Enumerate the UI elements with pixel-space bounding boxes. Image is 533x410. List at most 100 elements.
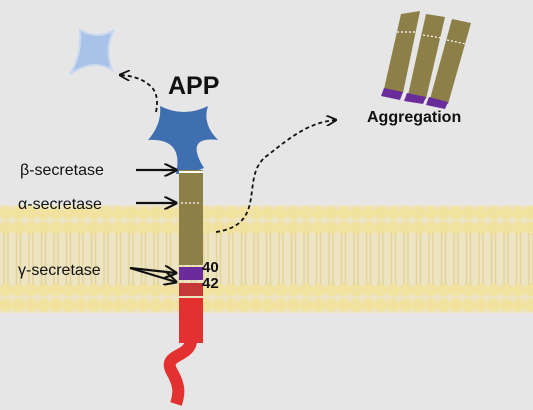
fibril-3: [430, 19, 471, 104]
lipid-head: [349, 298, 363, 312]
lipid-head: [274, 283, 288, 297]
lipid-head: [261, 298, 276, 312]
lipid-head: [161, 283, 176, 297]
lipid-head: [11, 298, 26, 312]
abeta42-segment: [179, 283, 203, 296]
lipid-head: [386, 206, 401, 220]
lipid-head: [399, 298, 413, 312]
lipid-head: [474, 298, 488, 312]
lipid-head: [249, 283, 263, 297]
lipid-head: [449, 283, 463, 297]
lipid-head: [386, 283, 401, 297]
lipid-head: [311, 298, 326, 312]
lipid-head: [86, 221, 101, 235]
lipid-head: [461, 221, 476, 235]
lipid-head: [299, 221, 313, 235]
lipid-head: [11, 283, 26, 297]
lipid-head: [211, 283, 226, 297]
lipid-head: [249, 298, 263, 312]
lipid-head: [274, 206, 288, 220]
lipid-head: [274, 221, 288, 235]
lipid-head: [436, 298, 451, 312]
gamma-secretase-arrow-40: [129, 268, 176, 273]
lipid-head: [124, 221, 138, 235]
lipid-head: [236, 298, 251, 312]
lipid-head: [261, 221, 276, 235]
lipid-head: [161, 298, 176, 312]
lipid-head: [61, 283, 76, 297]
lipid-head: [211, 221, 226, 235]
lipid-head: [0, 221, 13, 235]
lipid-head: [124, 283, 138, 297]
lipid-head: [511, 283, 526, 297]
lipid-head: [236, 206, 251, 220]
lipid-head: [124, 298, 138, 312]
lipid-head: [324, 221, 338, 235]
abeta40-label: 40: [202, 259, 219, 276]
lipid-head: [24, 298, 38, 312]
lipid-head: [111, 206, 126, 220]
fibril-3-break: [446, 39, 467, 45]
lipid-head: [424, 206, 438, 220]
lipid-head: [136, 221, 151, 235]
lipid-head: [511, 298, 526, 312]
lipid-head: [361, 298, 376, 312]
lipid-head: [249, 221, 263, 235]
lipid-head: [336, 206, 351, 220]
abeta42-label: 42: [202, 275, 219, 292]
gamma-secretase-label: γ-secretase: [18, 262, 101, 279]
fibril-1-cterm: [381, 88, 403, 100]
app-intracellular-domain: [179, 298, 203, 343]
lipid-head: [386, 221, 401, 235]
app-title: APP: [168, 72, 220, 100]
lipid-head: [399, 283, 413, 297]
lipid-head: [111, 221, 126, 235]
lipid-head: [349, 283, 363, 297]
app-abeta-region: [179, 170, 203, 265]
lipid-head: [374, 283, 388, 297]
lipid-head: [361, 283, 376, 297]
lipid-head: [524, 221, 533, 235]
lipid-head: [286, 206, 301, 220]
lipid-head: [74, 221, 88, 235]
lipid-head: [311, 221, 326, 235]
lipid-head: [99, 206, 113, 220]
lipid-head: [136, 283, 151, 297]
lipid-head: [211, 298, 226, 312]
lipid-head: [411, 283, 426, 297]
lipid-head: [524, 283, 533, 297]
lipid-head: [486, 298, 501, 312]
lipid-head: [136, 298, 151, 312]
lipid-head: [336, 298, 351, 312]
lipid-head: [249, 206, 263, 220]
lipid-head: [224, 283, 238, 297]
lipid-head: [86, 283, 101, 297]
lipid-head: [486, 283, 501, 297]
lipid-head: [474, 206, 488, 220]
lipid-head: [99, 298, 113, 312]
lipid-head: [336, 283, 351, 297]
amyloid-aggregate: [381, 11, 471, 109]
lipid-head: [386, 298, 401, 312]
lipid-head: [511, 221, 526, 235]
lipid-head: [49, 206, 63, 220]
alpha-secretase-label: α-secretase: [18, 196, 102, 213]
lipid-head: [274, 298, 288, 312]
lipid-head: [311, 283, 326, 297]
app-ectodomain-shape: [148, 106, 218, 174]
lipid-head: [286, 221, 301, 235]
lipid-head: [261, 206, 276, 220]
lipid-head: [324, 283, 338, 297]
lipid-head: [149, 221, 163, 235]
lipid-head: [149, 206, 163, 220]
lipid-head: [149, 283, 163, 297]
lipid-head: [74, 206, 88, 220]
lipid-head: [349, 206, 363, 220]
lipid-head: [449, 206, 463, 220]
lipid-head: [49, 221, 63, 235]
lipid-head: [24, 221, 38, 235]
lipid-head: [311, 206, 326, 220]
lipid-head: [236, 221, 251, 235]
lipid-head: [111, 298, 126, 312]
